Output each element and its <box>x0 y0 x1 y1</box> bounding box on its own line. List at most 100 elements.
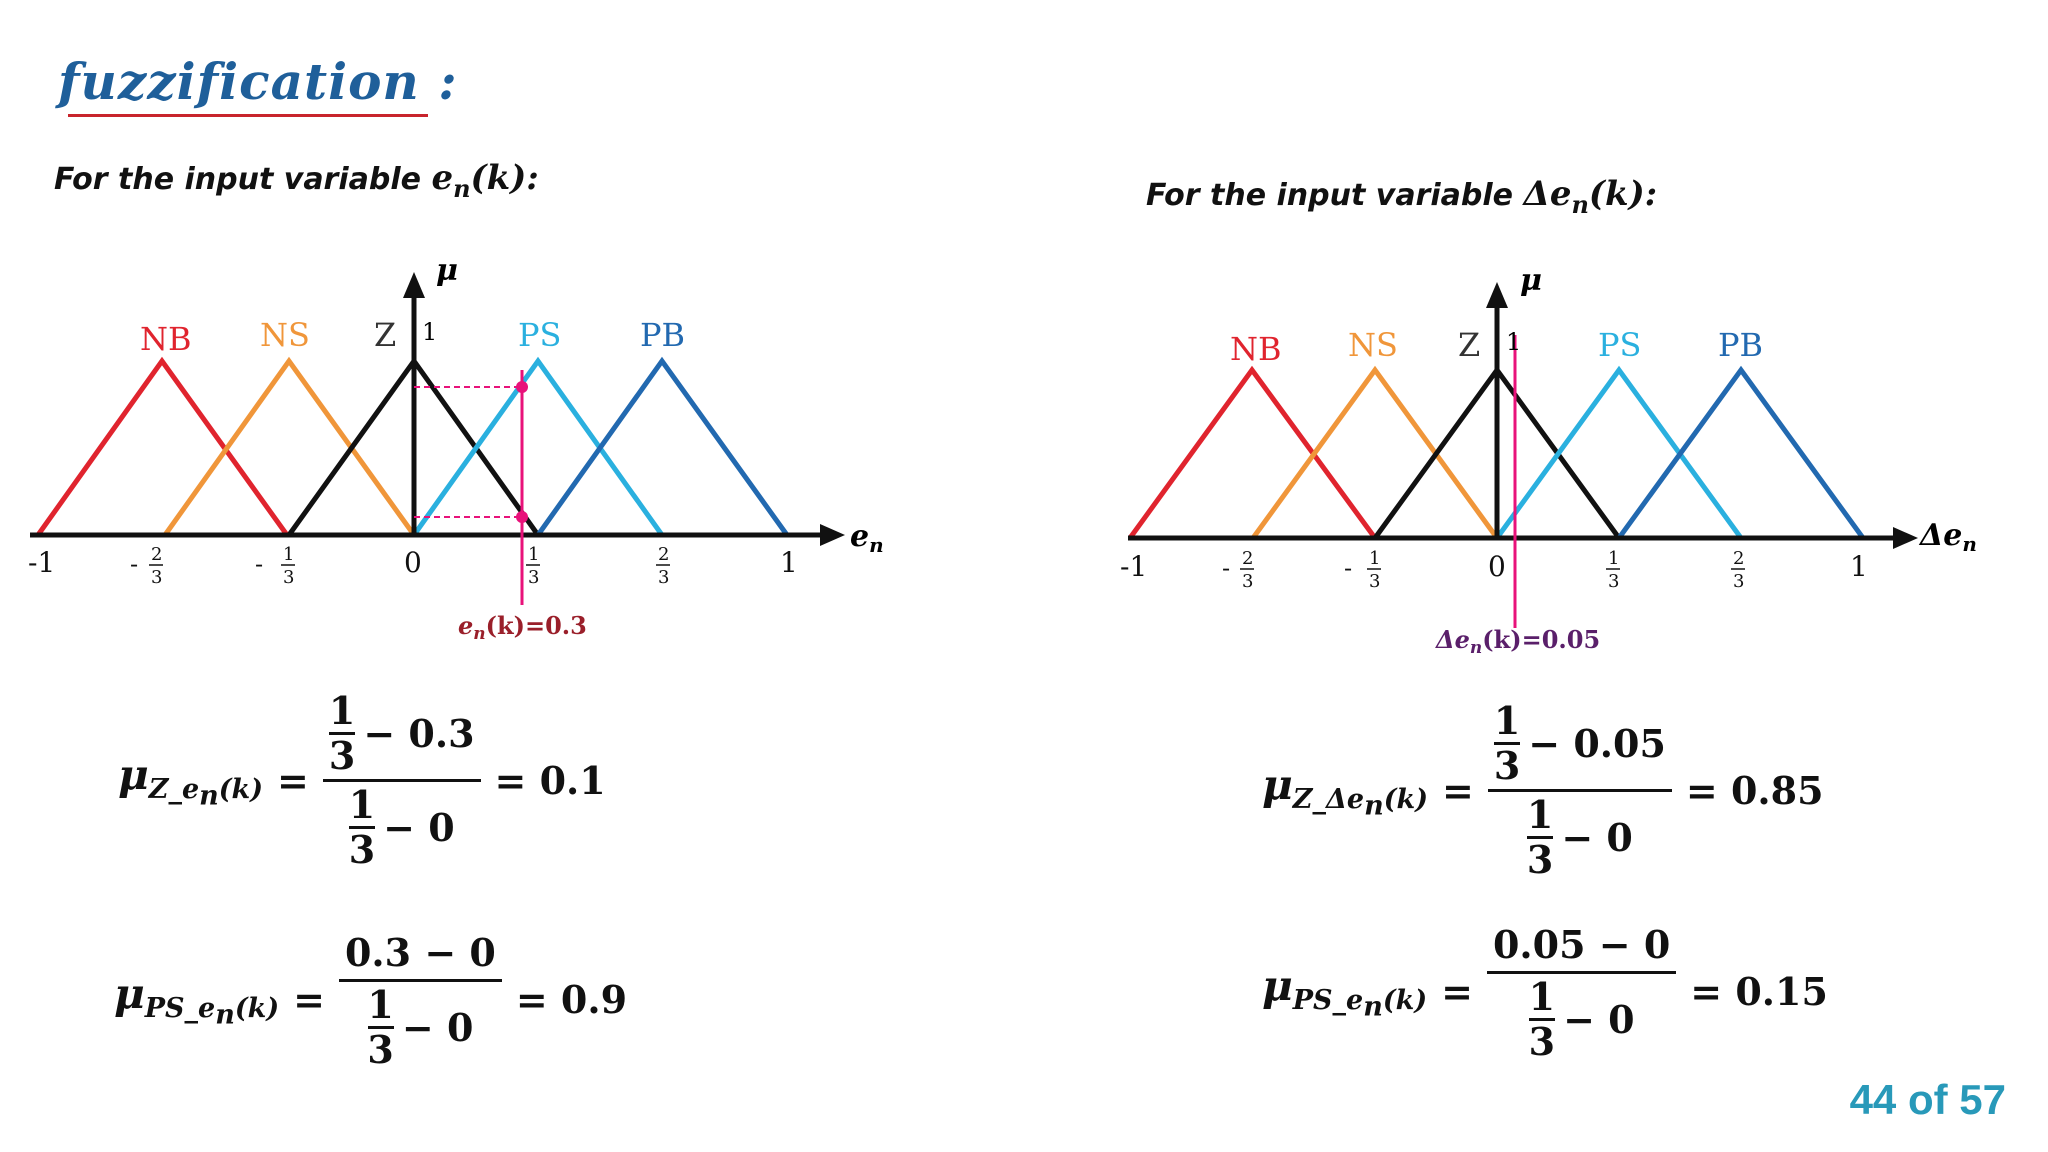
left-mu-label: μ <box>436 253 458 288</box>
left-set-label-ns: NS <box>260 316 310 354</box>
right-eq1-mu: μ <box>1262 759 1293 809</box>
right-ns-triangle <box>1250 365 1500 540</box>
right-tick-minus-one-third-num: 1 <box>1369 548 1380 569</box>
slide-title-colon: : <box>438 52 458 111</box>
left-tick-zero: 0 <box>404 546 422 579</box>
right-tick-zero: 0 <box>1488 550 1506 583</box>
left-eq2-sub2: n <box>215 999 235 1031</box>
left-tick-two-thirds-den: 3 <box>658 567 669 588</box>
left-x-axis-arrow <box>820 524 845 546</box>
right-eq1-sub2: n <box>1364 790 1384 822</box>
right-set-label-ps: PS <box>1598 326 1641 364</box>
right-axis-label: Δen <box>1918 518 1977 556</box>
right-tick-one: 1 <box>1850 550 1868 583</box>
left-marker-dot-lower <box>516 511 528 523</box>
left-tick-one-third-num: 1 <box>528 544 539 565</box>
right-eq1-sub3: (k) <box>1383 784 1428 815</box>
right-nb-triangle <box>1127 365 1378 540</box>
left-eq2-mu: μ <box>114 968 145 1018</box>
right-tick-one-third-num: 1 <box>1608 548 1619 569</box>
left-set-label-ps: PS <box>518 316 561 354</box>
right-marker-label: Δen(k)=0.05 <box>1435 625 1600 658</box>
left-tick-minus-one-third-sign: - <box>255 550 263 578</box>
right-caption-sub: n <box>1571 189 1589 219</box>
right-set-label-pb: PB <box>1718 326 1763 364</box>
left-tick-one: 1 <box>780 546 798 579</box>
left-set-label-pb: PB <box>640 316 685 354</box>
right-eq2-sub3: (k) <box>1382 985 1428 1016</box>
right-set-label-nb: NB <box>1230 330 1282 368</box>
slide-title-text: fuzzification <box>58 52 420 111</box>
left-marker-label: en(k)=0.3 <box>458 611 587 644</box>
right-tick-one-third-den: 3 <box>1608 571 1619 592</box>
left-tick-minus-one: -1 <box>28 546 55 579</box>
left-eq2-den: − 0 <box>401 1005 474 1050</box>
left-eq2-sub: PS_e <box>144 993 216 1024</box>
left-membership-diagram: NB NS Z PS PB μ 1 en -1 - 2 3 - 1 3 0 1 … <box>28 253 884 644</box>
right-eq1-result: = 0.85 <box>1685 768 1824 813</box>
right-eq2-num: 0.05 − 0 <box>1492 922 1671 967</box>
left-ps-triangle <box>411 356 665 537</box>
right-caption: For the input variable Δen(k): <box>1146 174 1657 219</box>
title-underline <box>68 114 428 117</box>
left-marker-dot-upper <box>516 381 528 393</box>
right-eq1-den: − 0 <box>1561 815 1633 860</box>
right-caption-var: Δe <box>1523 174 1572 214</box>
right-tick-two-thirds-num: 2 <box>1733 548 1744 569</box>
left-y-axis-arrow <box>403 272 425 298</box>
right-tick-minus-one-third-sign: - <box>1344 554 1352 582</box>
left-tick-minus-one-third-den: 3 <box>283 567 294 588</box>
left-caption-arg: (k): <box>470 158 539 198</box>
left-eq1-mu: μ <box>118 749 149 799</box>
right-membership-diagram: NB NS Z PS PB μ 1 Δen -1 - 2 3 - 1 3 0 1… <box>1120 263 1977 658</box>
right-eq2-result: = 0.15 <box>1690 969 1828 1014</box>
left-eq1-sub3: (k) <box>218 774 264 805</box>
right-tick-minus-two-thirds-den: 3 <box>1242 571 1253 592</box>
right-tick-minus-one: -1 <box>1120 550 1147 583</box>
left-nb-triangle <box>35 356 290 537</box>
right-eq1-num: − 0.05 <box>1528 721 1666 766</box>
left-set-label-nb: NB <box>140 320 192 358</box>
right-eq1-sub: Z_Δe <box>1292 784 1365 815</box>
left-tick-minus-two-thirds-sign: - <box>130 550 138 578</box>
right-ps-triangle <box>1494 365 1744 540</box>
right-eq2-sub: PS_e <box>1292 985 1364 1016</box>
left-eq1-num: − 0.3 <box>363 711 475 756</box>
right-caption-prefix: For the input variable <box>1146 178 1513 213</box>
left-eq2-num: 0.3 − 0 <box>344 930 496 975</box>
left-eq1-den: − 0 <box>383 805 455 850</box>
slide-title: fuzzification : <box>58 52 458 111</box>
left-tick-two-thirds-num: 2 <box>658 544 669 565</box>
right-set-label-ns: NS <box>1348 326 1398 364</box>
left-eq1-sub2: n <box>199 780 219 812</box>
right-y-axis-arrow <box>1486 282 1508 308</box>
left-axis-label: en <box>850 519 884 557</box>
left-tick-minus-one-third-num: 1 <box>283 544 294 565</box>
right-x-axis-arrow <box>1893 527 1918 549</box>
right-set-label-z: Z <box>1458 326 1480 364</box>
left-eq1-sub: Z_e <box>148 774 200 805</box>
right-mu-label: μ <box>1520 263 1542 298</box>
left-eq2-sub3: (k) <box>234 993 280 1024</box>
right-one-label: 1 <box>1506 328 1521 356</box>
left-caption-prefix: For the input variable <box>54 162 421 197</box>
left-caption: For the input variable en(k): <box>54 158 539 203</box>
right-tick-minus-two-thirds-num: 2 <box>1242 548 1253 569</box>
left-tick-minus-two-thirds-num: 2 <box>151 544 162 565</box>
left-tick-one-third-den: 3 <box>528 567 539 588</box>
left-pb-triangle <box>535 356 790 537</box>
right-eq2-sub2: n <box>1363 991 1383 1023</box>
right-pb-triangle <box>1616 365 1866 540</box>
right-eq2-den: − 0 <box>1563 997 1635 1042</box>
left-caption-var: e <box>431 158 454 198</box>
left-one-label: 1 <box>422 318 437 346</box>
